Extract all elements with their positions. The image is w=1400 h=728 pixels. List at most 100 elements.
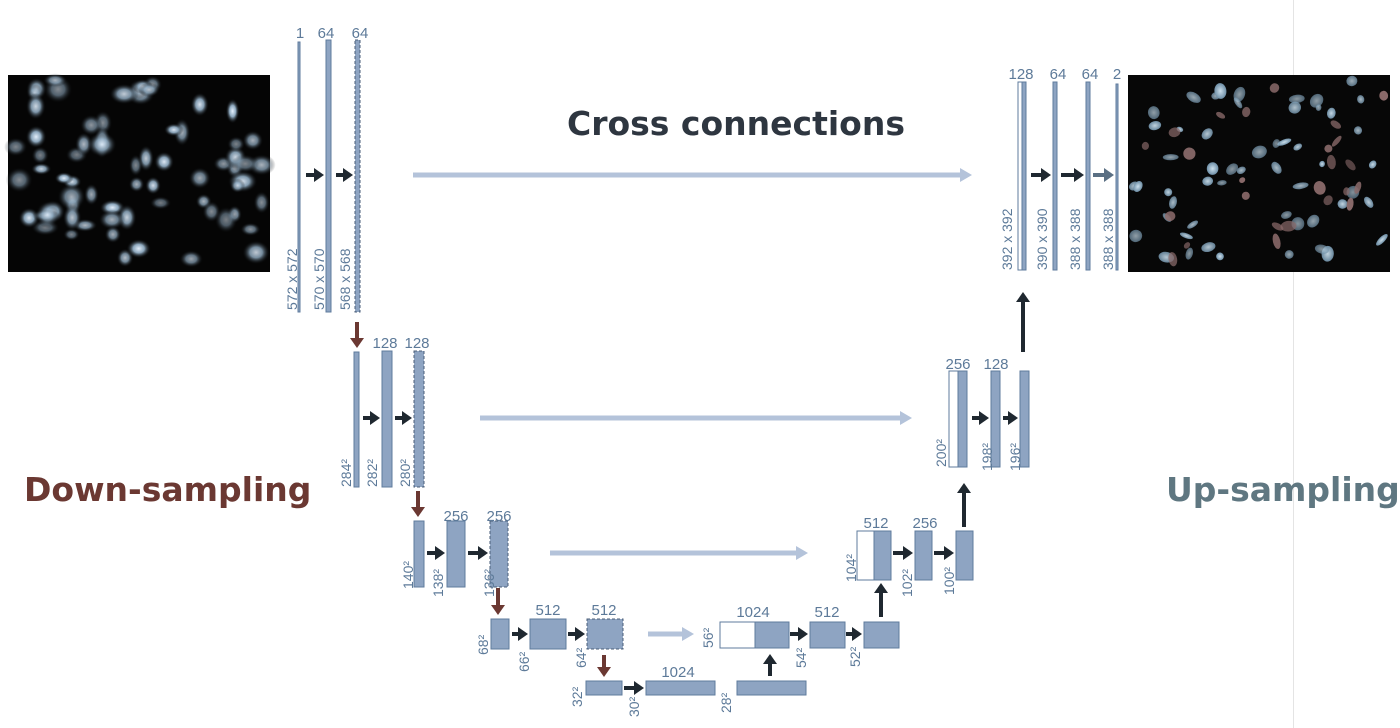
pooled-map-512 <box>585 680 623 696</box>
segmented-nucleus <box>1179 232 1193 240</box>
segmented-nucleus <box>1226 163 1239 175</box>
segmented-nucleus <box>1217 180 1227 186</box>
size-label: 282² <box>364 459 380 487</box>
nucleus-blob <box>214 206 238 233</box>
arrow-head <box>979 411 989 425</box>
feature-map-blocks <box>297 39 1119 696</box>
skip-connection-arrow <box>480 411 912 425</box>
segmented-nucleus <box>1272 233 1281 250</box>
size-label: 100² <box>941 567 957 595</box>
segmented-nucleus <box>1202 176 1214 186</box>
channel-label: 128 <box>983 356 1008 373</box>
segmented-nucleus <box>1288 94 1305 104</box>
channel-label: 512 <box>591 602 616 619</box>
channel-label: 64 <box>318 25 335 42</box>
nucleus-blob <box>98 209 126 230</box>
conv-arrow <box>934 546 954 560</box>
segmented-nucleus <box>1314 244 1329 254</box>
channel-label: 64 <box>1050 66 1067 83</box>
conv-arrow <box>512 627 528 641</box>
segmented-nucleus <box>1216 111 1226 119</box>
segmented-nucleus <box>1277 138 1292 146</box>
nucleus-blob <box>229 178 246 193</box>
arrow-head <box>518 627 528 641</box>
conv-arrow <box>336 168 353 182</box>
down-sampling-label: Down-sampling <box>24 470 312 509</box>
nucleus-blob <box>231 154 259 174</box>
cross-connections-title: Cross connections <box>567 104 905 143</box>
feature-map-512-b <box>586 618 624 650</box>
size-label: 56² <box>700 627 716 648</box>
nucleus-blob <box>253 191 270 214</box>
nucleus-blob <box>227 136 246 153</box>
channel-label: 128 <box>372 335 397 352</box>
copied-map-256 <box>856 530 875 581</box>
segmented-nucleus <box>1330 120 1341 129</box>
segmented-nucleus <box>1364 196 1374 208</box>
nucleus-blob <box>138 82 160 98</box>
feature-map-64-a <box>325 39 332 313</box>
channel-label: 256 <box>486 508 511 525</box>
nucleus-blob <box>154 151 175 173</box>
size-label: 284² <box>338 459 354 487</box>
feature-map-512-up-a <box>809 621 846 649</box>
arrow-head <box>874 583 888 593</box>
nucleus-blob <box>57 183 86 211</box>
channel-label: 128 <box>404 335 429 352</box>
output-conv-arrow <box>1093 168 1114 182</box>
size-label: 568 x 568 <box>337 248 353 310</box>
nucleus-blob <box>35 201 60 229</box>
segmented-nucleus <box>1293 143 1303 151</box>
size-label: 392 x 392 <box>999 208 1015 270</box>
output-segmentation-image <box>1128 75 1390 272</box>
arrow-head <box>1008 411 1018 425</box>
output-map-2ch <box>1115 83 1119 271</box>
channel-label: 512 <box>863 515 888 532</box>
feature-map-128-up-b <box>1019 370 1030 468</box>
copied-map-512 <box>719 621 756 649</box>
segmented-nucleus <box>1272 139 1281 148</box>
segmented-nucleus <box>1292 182 1309 190</box>
segmented-nucleus <box>1343 187 1350 196</box>
conv-arrow <box>568 627 585 641</box>
feature-map-64-up-b <box>1085 81 1091 271</box>
copied-map-64 <box>1017 81 1023 271</box>
conv-arrow <box>1031 168 1051 182</box>
conv-arrow <box>363 411 380 425</box>
segmented-nucleus <box>1251 145 1267 159</box>
segmented-nucleus <box>1214 83 1227 99</box>
nucleus-blob <box>5 167 33 193</box>
segmented-nucleus <box>1162 154 1179 161</box>
segmented-nucleus <box>1280 220 1297 232</box>
upsampled-map-128 <box>957 370 968 468</box>
feature-map-256-a <box>446 520 466 588</box>
segmented-nucleus <box>1129 229 1143 243</box>
nucleus-blob <box>63 228 80 241</box>
arrow-head <box>314 168 324 182</box>
segmented-nucleus <box>1313 181 1326 195</box>
size-label: 136² <box>481 569 497 597</box>
max-pool-arrow <box>491 588 505 615</box>
conv-arrow <box>972 411 989 425</box>
segmented-nucleus <box>1331 135 1342 147</box>
feature-map-512-a <box>529 618 567 650</box>
nucleus-blob <box>225 98 240 124</box>
skip-connection-arrow <box>413 168 972 182</box>
segmented-nucleus <box>1148 120 1162 131</box>
segmented-nucleus <box>1368 160 1377 169</box>
skip-connection-arrow <box>550 546 808 560</box>
nucleus-blob <box>242 240 270 265</box>
size-label: 104² <box>843 554 859 582</box>
segmented-nucleus <box>1353 126 1363 135</box>
upsampled-map-512 <box>754 621 790 649</box>
input-microscopy-image <box>4 73 276 272</box>
bottleneck-map-1024-a <box>645 680 716 696</box>
channel-label: 256 <box>945 356 970 373</box>
nucleus-blob <box>25 92 46 120</box>
skip-connection-arrow <box>648 627 694 641</box>
operation-arrows <box>306 168 1114 695</box>
pooled-map-64 <box>353 351 360 488</box>
up-conv-arrow <box>1016 292 1030 352</box>
segmented-nucleus <box>1168 252 1178 267</box>
